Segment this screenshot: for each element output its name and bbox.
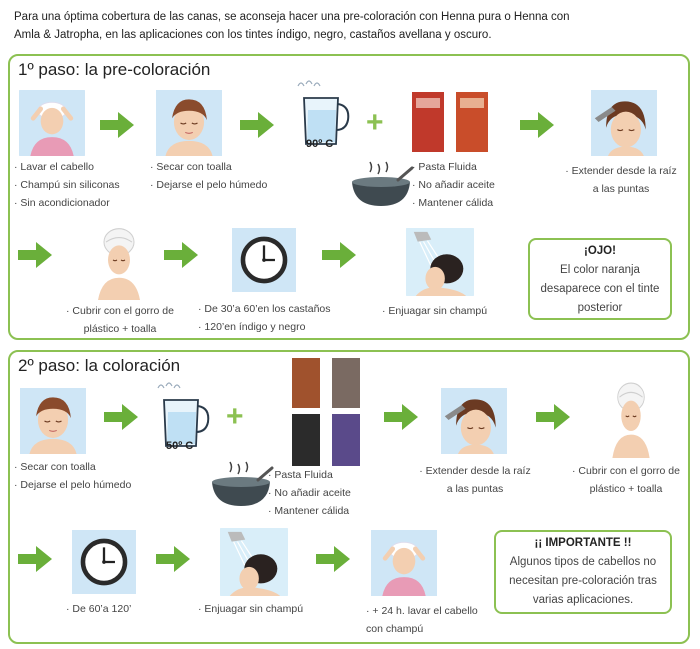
towel-wrap-image <box>600 376 662 458</box>
temperature-label: 50º C <box>166 440 194 452</box>
caption-line: plástico + toalla <box>83 323 157 335</box>
arrow-icon <box>164 242 198 268</box>
step1-title: 1º paso: la pre-coloración <box>18 60 211 79</box>
temperature-label: 90º C <box>306 138 334 150</box>
caption-line: · No añadir aceite <box>268 487 351 499</box>
arrow-icon <box>520 112 554 138</box>
rinse-image <box>218 528 290 596</box>
paste-bowl-image <box>206 460 276 510</box>
arrow-icon <box>100 112 134 138</box>
caption-line: · Dejarse el pelo húmedo <box>150 179 268 191</box>
note-line: posterior <box>577 302 623 314</box>
note-heading: ¡OJO! <box>584 245 616 257</box>
caption-line: · Extender desde la raíz <box>565 165 677 177</box>
caption-line: · Secar con toalla <box>14 461 96 473</box>
arrow-icon <box>322 242 356 268</box>
caption-line: · Pasta Fluida <box>268 469 333 481</box>
arrow-icon <box>384 404 418 430</box>
wash-hair-image <box>17 90 87 156</box>
rinse-caption: · Enjuagar sin champú <box>382 305 488 317</box>
arrow-icon <box>104 404 138 430</box>
towel-dry-image <box>153 90 225 156</box>
caption-line: plástico + toalla <box>589 483 663 495</box>
caption-line: a las puntas <box>446 483 504 495</box>
arrow-icon <box>18 242 52 268</box>
arrow-icon <box>316 546 350 572</box>
intro-line-1: Para una óptima cobertura de las canas, … <box>14 11 570 23</box>
arrow-icon <box>240 112 274 138</box>
paste-bowl-image <box>346 160 416 210</box>
plus-icon: + <box>226 400 244 433</box>
rinse-image <box>404 228 476 296</box>
caption-line: · Mantener cálida <box>268 505 350 517</box>
paste-caption: · Pasta Fluida · No añadir aceite · Mant… <box>412 158 495 212</box>
clock-image <box>228 228 300 292</box>
apply-caption: · Extender desde la raíz a las puntas <box>556 162 686 198</box>
caption-line: · Sin acondicionador <box>14 197 110 209</box>
arrow-icon <box>18 546 52 572</box>
time-caption: · De 30’a 60’en los castaños · 120’en ín… <box>198 300 331 336</box>
towel-dry-image <box>17 388 89 454</box>
caption-line: · 120’en índigo y negro <box>198 321 306 333</box>
arrow-icon <box>536 404 570 430</box>
note-line: desaparece con el tinte <box>540 283 660 295</box>
caption-line: · Cubrir con el gorro de <box>66 305 174 317</box>
caption-line: · Extender desde la raíz <box>419 465 531 477</box>
henna-boxes-image <box>410 90 492 154</box>
caption-line: · + 24 h. lavar el cabello <box>366 605 478 617</box>
towel-wrap-image <box>84 222 154 300</box>
wash-caption: · Lavar el cabello · Champú sin silicona… <box>14 158 120 212</box>
dry-caption: · Secar con toalla · Dejarse el pelo húm… <box>14 458 131 494</box>
note-heading: ¡¡ IMPORTANTE !! <box>534 537 632 549</box>
intro-line-2: Amla & Jatropha, en las aplicaciones con… <box>14 29 492 41</box>
caption-line: · Champú sin siliconas <box>14 179 120 191</box>
dry-caption: · Secar con toalla · Dejarse el pelo húm… <box>150 158 267 194</box>
caption-line: · Dejarse el pelo húmedo <box>14 479 132 491</box>
wash-caption: · + 24 h. lavar el cabello con champú <box>366 602 478 638</box>
intro-text: Para una óptima cobertura de las canas, … <box>14 8 674 44</box>
clock-image <box>68 530 140 594</box>
caption-line: · Cubrir con el gorro de <box>572 465 680 477</box>
plus-icon: + <box>366 106 384 139</box>
cover-caption: · Cubrir con el gorro de plástico + toal… <box>558 462 694 498</box>
note-line: varias aplicaciones. <box>532 594 634 606</box>
note-line: Algunos tipos de cabellos no <box>509 556 657 568</box>
caption-line: · No añadir aceite <box>412 179 495 191</box>
wash-hair-image <box>368 530 440 596</box>
rinse-caption: · Enjuagar sin champú <box>198 603 304 615</box>
apply-root-image <box>438 388 510 454</box>
apply-root-image <box>588 90 660 156</box>
caption-line: · De 30’a 60’en los castaños <box>198 303 331 315</box>
caption-line: · Secar con toalla <box>150 161 232 173</box>
paste-caption: · Pasta Fluida · No añadir aceite · Mant… <box>268 466 351 520</box>
cover-caption: · Cubrir con el gorro de plástico + toal… <box>50 302 190 338</box>
note-line: El color naranja <box>560 264 640 276</box>
apply-caption: · Extender desde la raíz a las puntas <box>410 462 540 498</box>
caption-line: con champú <box>366 623 424 635</box>
caption-line: · Pasta Fluida <box>412 161 477 173</box>
step2-note: ¡¡ IMPORTANTE !! Algunos tipos de cabell… <box>494 530 672 614</box>
step2-title: 2º paso: la coloración <box>18 356 181 375</box>
caption-line: · Mantener cálida <box>412 197 494 209</box>
indigo-boxes-image <box>290 356 362 468</box>
step1-note: ¡OJO! El color naranja desaparece con el… <box>528 238 672 320</box>
time-caption: · De 60’a 120’ <box>66 603 132 615</box>
caption-line: · Lavar el cabello <box>14 161 94 173</box>
note-line: necesitan pre-coloración tras <box>509 575 657 587</box>
caption-line: a las puntas <box>592 183 650 195</box>
arrow-icon <box>156 546 190 572</box>
